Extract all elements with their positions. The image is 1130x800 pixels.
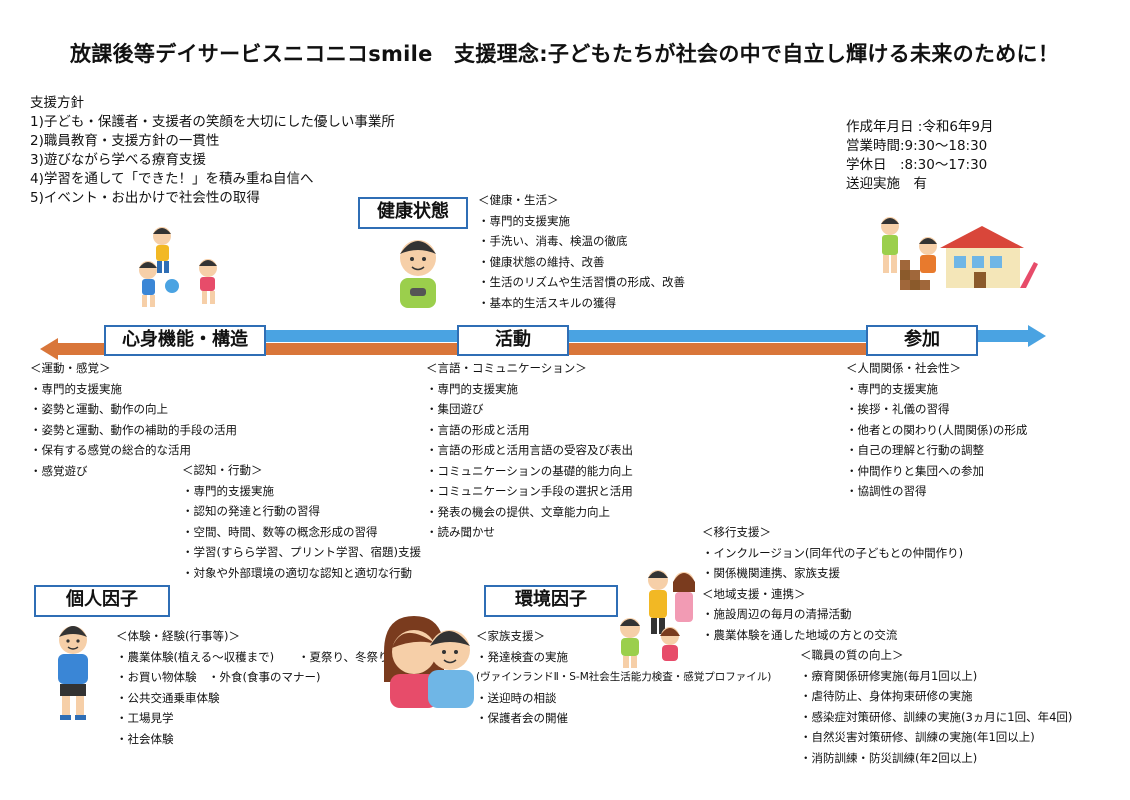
list-item: ・生活のリズムや生活習慣の形成、改善: [478, 275, 685, 289]
list-item: ・工場見学: [116, 711, 174, 725]
section-heading: ＜運動・感覚＞: [30, 361, 111, 375]
parents-couple-icon: [384, 616, 474, 708]
list-item: ・仲間作りと集団への参加: [846, 463, 984, 478]
family-section: ＜家族支援＞ ・発達検査の実施 (ヴァインランドⅡ・S-M社会生活能力検査・感覚…: [476, 626, 771, 729]
list-item: ・公共交通乗車体験: [116, 690, 220, 705]
list-item: ・言語の形成と活用言語の受容及び表出: [426, 443, 633, 457]
section-heading: ＜言語・コミュニケーション＞: [426, 361, 587, 375]
blue-arrow-head: [1028, 325, 1046, 347]
section-heading: ＜家族支援＞: [476, 629, 545, 643]
list-item: ・感染症対策研修、訓練の実施(3ヵ月に1回、年4回): [800, 709, 1073, 724]
experience-section: ＜体験・経験(行事等)＞ ・農業体験(植える〜収穫まで) ・お買い物体験 ・外食…: [116, 626, 320, 749]
list-item: ・専門的支援実施: [846, 381, 938, 396]
list-item: ・健康状態の維持、改善: [478, 254, 605, 269]
list-item: ・インクルージョン(同年代の子どもとの仲間作り): [702, 545, 964, 560]
list-item: (ヴァインランドⅡ・S-M社会生活能力検査・感覚プロファイル): [476, 671, 772, 683]
kids-playing-ball-icon: [139, 227, 217, 307]
list-item: ・専門的支援実施: [182, 483, 274, 498]
list-item: ・農業体験を通した地域の方との交流: [702, 627, 898, 642]
list-item: ・認知の発達と行動の習得: [182, 504, 320, 518]
list-item: ・姿勢と運動、動作の向上: [30, 402, 168, 416]
section-heading: ＜職員の質の向上＞: [800, 648, 904, 662]
policy-item: 1)子ども・保護者・支援者の笑顔を大切にした優しい事業所: [30, 114, 395, 130]
list-item: ・社会体験: [116, 731, 174, 746]
blue-arrow-bar: [240, 330, 1030, 342]
section-heading: ＜地域支援・連携＞: [702, 586, 806, 601]
list-item: ・コミュニケーションの基礎的能力向上: [426, 463, 633, 478]
list-item: ・言語の形成と活用: [426, 422, 530, 437]
list-item: ・保有する感覚の総合的な活用: [30, 443, 191, 457]
activity-box: 活動: [457, 325, 569, 356]
list-item: ・送迎時の相談: [476, 690, 557, 705]
list-item: ・手洗い、消毒、検温の徹底: [478, 234, 628, 248]
list-item: ・学習(すらら学習、プリント学習、宿題)支援: [182, 545, 421, 559]
list-item: ・療育関係研修実施(毎月1回以上): [800, 668, 978, 683]
kids-building-blocks-icon: [881, 217, 1038, 290]
orange-arrow-head: [40, 338, 58, 360]
support-policy: 支援方針 1)子ども・保護者・支援者の笑顔を大切にした優しい事業所 2)職員教育…: [30, 94, 395, 208]
environment-factor-box: 環境因子: [484, 585, 618, 617]
list-item: ・農業体験(植える〜収穫まで): [116, 649, 275, 664]
list-item: ・専門的支援実施: [426, 381, 518, 396]
policy-item: 3)遊びながら学べる療育支援: [30, 152, 206, 168]
list-item: ・挨拶・礼儀の習得: [846, 402, 950, 416]
list-item: ・集団遊び: [426, 402, 484, 416]
family-group-icon: [620, 570, 695, 668]
policy-item: 4)学習を通して「できた！」を積み重ね自信へ: [30, 171, 314, 187]
health-status-box: 健康状態: [358, 197, 468, 229]
list-item: ・コミュニケーション手段の選択と活用: [426, 484, 633, 498]
social-section: ＜人間関係・社会性＞ ・専門的支援実施 ・挨拶・礼儀の習得 ・他者との関わり(人…: [846, 358, 1027, 502]
list-item: ・空間、時間、数等の概念形成の習得: [182, 524, 378, 539]
list-item: ・読み聞かせ: [426, 525, 495, 539]
page-title: 放課後等デイサービスニコニコsmile 支援理念:子どもたちが社会の中で自立し輝…: [70, 42, 1060, 66]
list-item: ・専門的支援実施: [30, 381, 122, 396]
business-info: 作成年月日 :令和6年9月 営業時間:9:30〜18:30 学休日 :8:30〜…: [846, 118, 994, 194]
transition-section: ＜移行支援＞ ・インクルージョン(同年代の子どもとの仲間作り) ・関係機関連携、…: [702, 522, 963, 645]
section-heading: ＜健康・生活＞: [478, 193, 559, 207]
list-item: ・発表の機会の提供、文章能力向上: [426, 504, 610, 519]
list-item: ・関係機関連携、家族支援: [702, 566, 840, 580]
section-heading: ＜認知・行動＞: [182, 463, 263, 477]
health-section: ＜健康・生活＞ ・専門的支援実施 ・手洗い、消毒、検温の徹底 ・健康状態の維持、…: [478, 190, 685, 313]
business-hours: 営業時間:9:30〜18:30: [846, 138, 988, 154]
holiday-hours: 学休日 :8:30〜17:30: [846, 157, 988, 173]
participation-box: 参加: [866, 325, 978, 356]
list-item: ・協調性の習得: [846, 484, 927, 498]
list-item: ・基本的生活スキルの獲得: [478, 295, 616, 310]
created-date: 作成年月日 :令和6年9月: [846, 119, 994, 135]
body-function-box: 心身機能・構造: [104, 325, 266, 356]
staff-section: ＜職員の質の向上＞ ・療育関係研修実施(毎月1回以上) ・虐待防止、身体拘束研修…: [800, 645, 1072, 768]
festival-item: ・夏祭り、冬祭り: [298, 650, 390, 664]
section-heading: ＜移行支援＞: [702, 525, 771, 539]
transport-info: 送迎実施 有: [846, 176, 927, 192]
policy-heading: 支援方針: [30, 95, 84, 111]
list-item: ・お買い物体験 ・外食(食事のマナー): [116, 670, 321, 684]
boy-health-icon: [400, 240, 436, 308]
list-item: ・他者との関わり(人間関係)の形成: [846, 422, 1028, 437]
policy-item: 2)職員教育・支援方針の一貫性: [30, 133, 220, 149]
motor-section: ＜運動・感覚＞ ・専門的支援実施 ・姿勢と運動、動作の向上 ・姿勢と運動、動作の…: [30, 358, 237, 481]
list-item: ・施設周辺の毎月の清掃活動: [702, 607, 852, 621]
boy-standing-icon: [58, 626, 88, 720]
list-item: ・感覚遊び: [30, 463, 88, 478]
section-heading: ＜体験・経験(行事等)＞: [116, 629, 240, 643]
list-item: ・虐待防止、身体拘束研修の実施: [800, 689, 973, 703]
list-item: ・保護者会の開催: [476, 711, 568, 725]
cognition-section: ＜認知・行動＞ ・専門的支援実施 ・認知の発達と行動の習得 ・空間、時間、数等の…: [182, 460, 421, 583]
list-item: ・姿勢と運動、動作の補助的手段の活用: [30, 422, 237, 437]
list-item: ・自己の理解と行動の調整: [846, 443, 984, 457]
list-item: ・専門的支援実施: [478, 213, 570, 228]
list-item: ・消防訓練・防災訓練(年2回以上): [800, 750, 978, 765]
section-heading: ＜人間関係・社会性＞: [846, 361, 961, 375]
list-item: ・発達検査の実施: [476, 649, 568, 664]
personal-factor-box: 個人因子: [34, 585, 170, 617]
language-section: ＜言語・コミュニケーション＞ ・専門的支援実施 ・集団遊び ・言語の形成と活用 …: [426, 358, 633, 543]
list-item: ・自然災害対策研修、訓練の実施(年1回以上): [800, 730, 1035, 744]
list-item: ・対象や外部環境の適切な認知と適切な行動: [182, 565, 412, 580]
policy-item: 5)イベント・お出かけで社会性の取得: [30, 190, 260, 206]
